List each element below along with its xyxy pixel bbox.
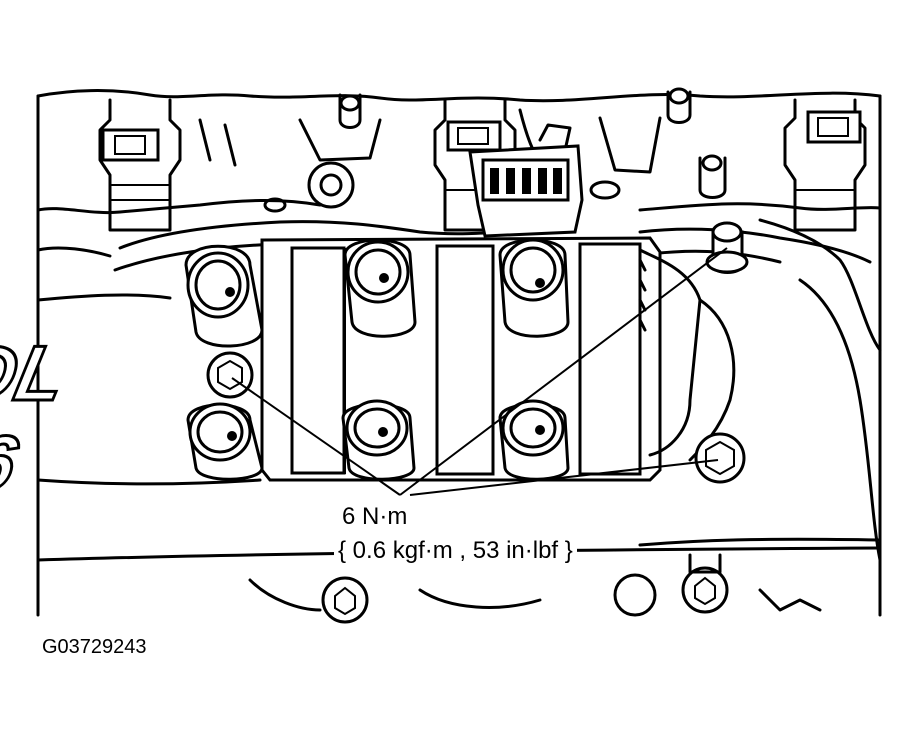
coil-tower-lower-3 <box>498 399 570 481</box>
head-studs <box>263 87 727 213</box>
coil-tower-upper-3 <box>498 238 570 338</box>
coil-towers <box>184 238 570 481</box>
coil-electrical-connector <box>468 123 584 238</box>
coil-tower-upper-1 <box>184 244 264 348</box>
engine-head-outline <box>36 89 882 562</box>
coil-tower-upper-2 <box>343 238 417 338</box>
lower-manifold <box>248 553 822 624</box>
fuel-injector-center <box>433 98 517 232</box>
mounting-bolt-left <box>206 351 254 399</box>
coil-mounting-bolts <box>206 221 749 484</box>
mounting-bolt-right <box>694 432 746 484</box>
illustration-frame <box>36 94 882 617</box>
figure-id-label: G03729243 <box>42 636 147 658</box>
torque-value-label: 6 N·m <box>338 503 412 531</box>
fuel-injector-right <box>783 98 867 232</box>
mounting-bolt-right-stud <box>705 221 749 274</box>
cast-marking-line2: 6 <box>0 420 25 507</box>
torque-conversion-label: { 0.6 kgf·m , 53 in·lbf } <box>334 537 577 565</box>
coil-tower-lower-1 <box>186 402 264 481</box>
coil-tower-lower-2 <box>341 399 416 481</box>
cast-marking-line1: DL <box>0 330 74 417</box>
torque-leader-lines <box>231 247 728 496</box>
ignition-coil-pack <box>260 236 736 482</box>
fuel-injector-left <box>98 98 182 232</box>
